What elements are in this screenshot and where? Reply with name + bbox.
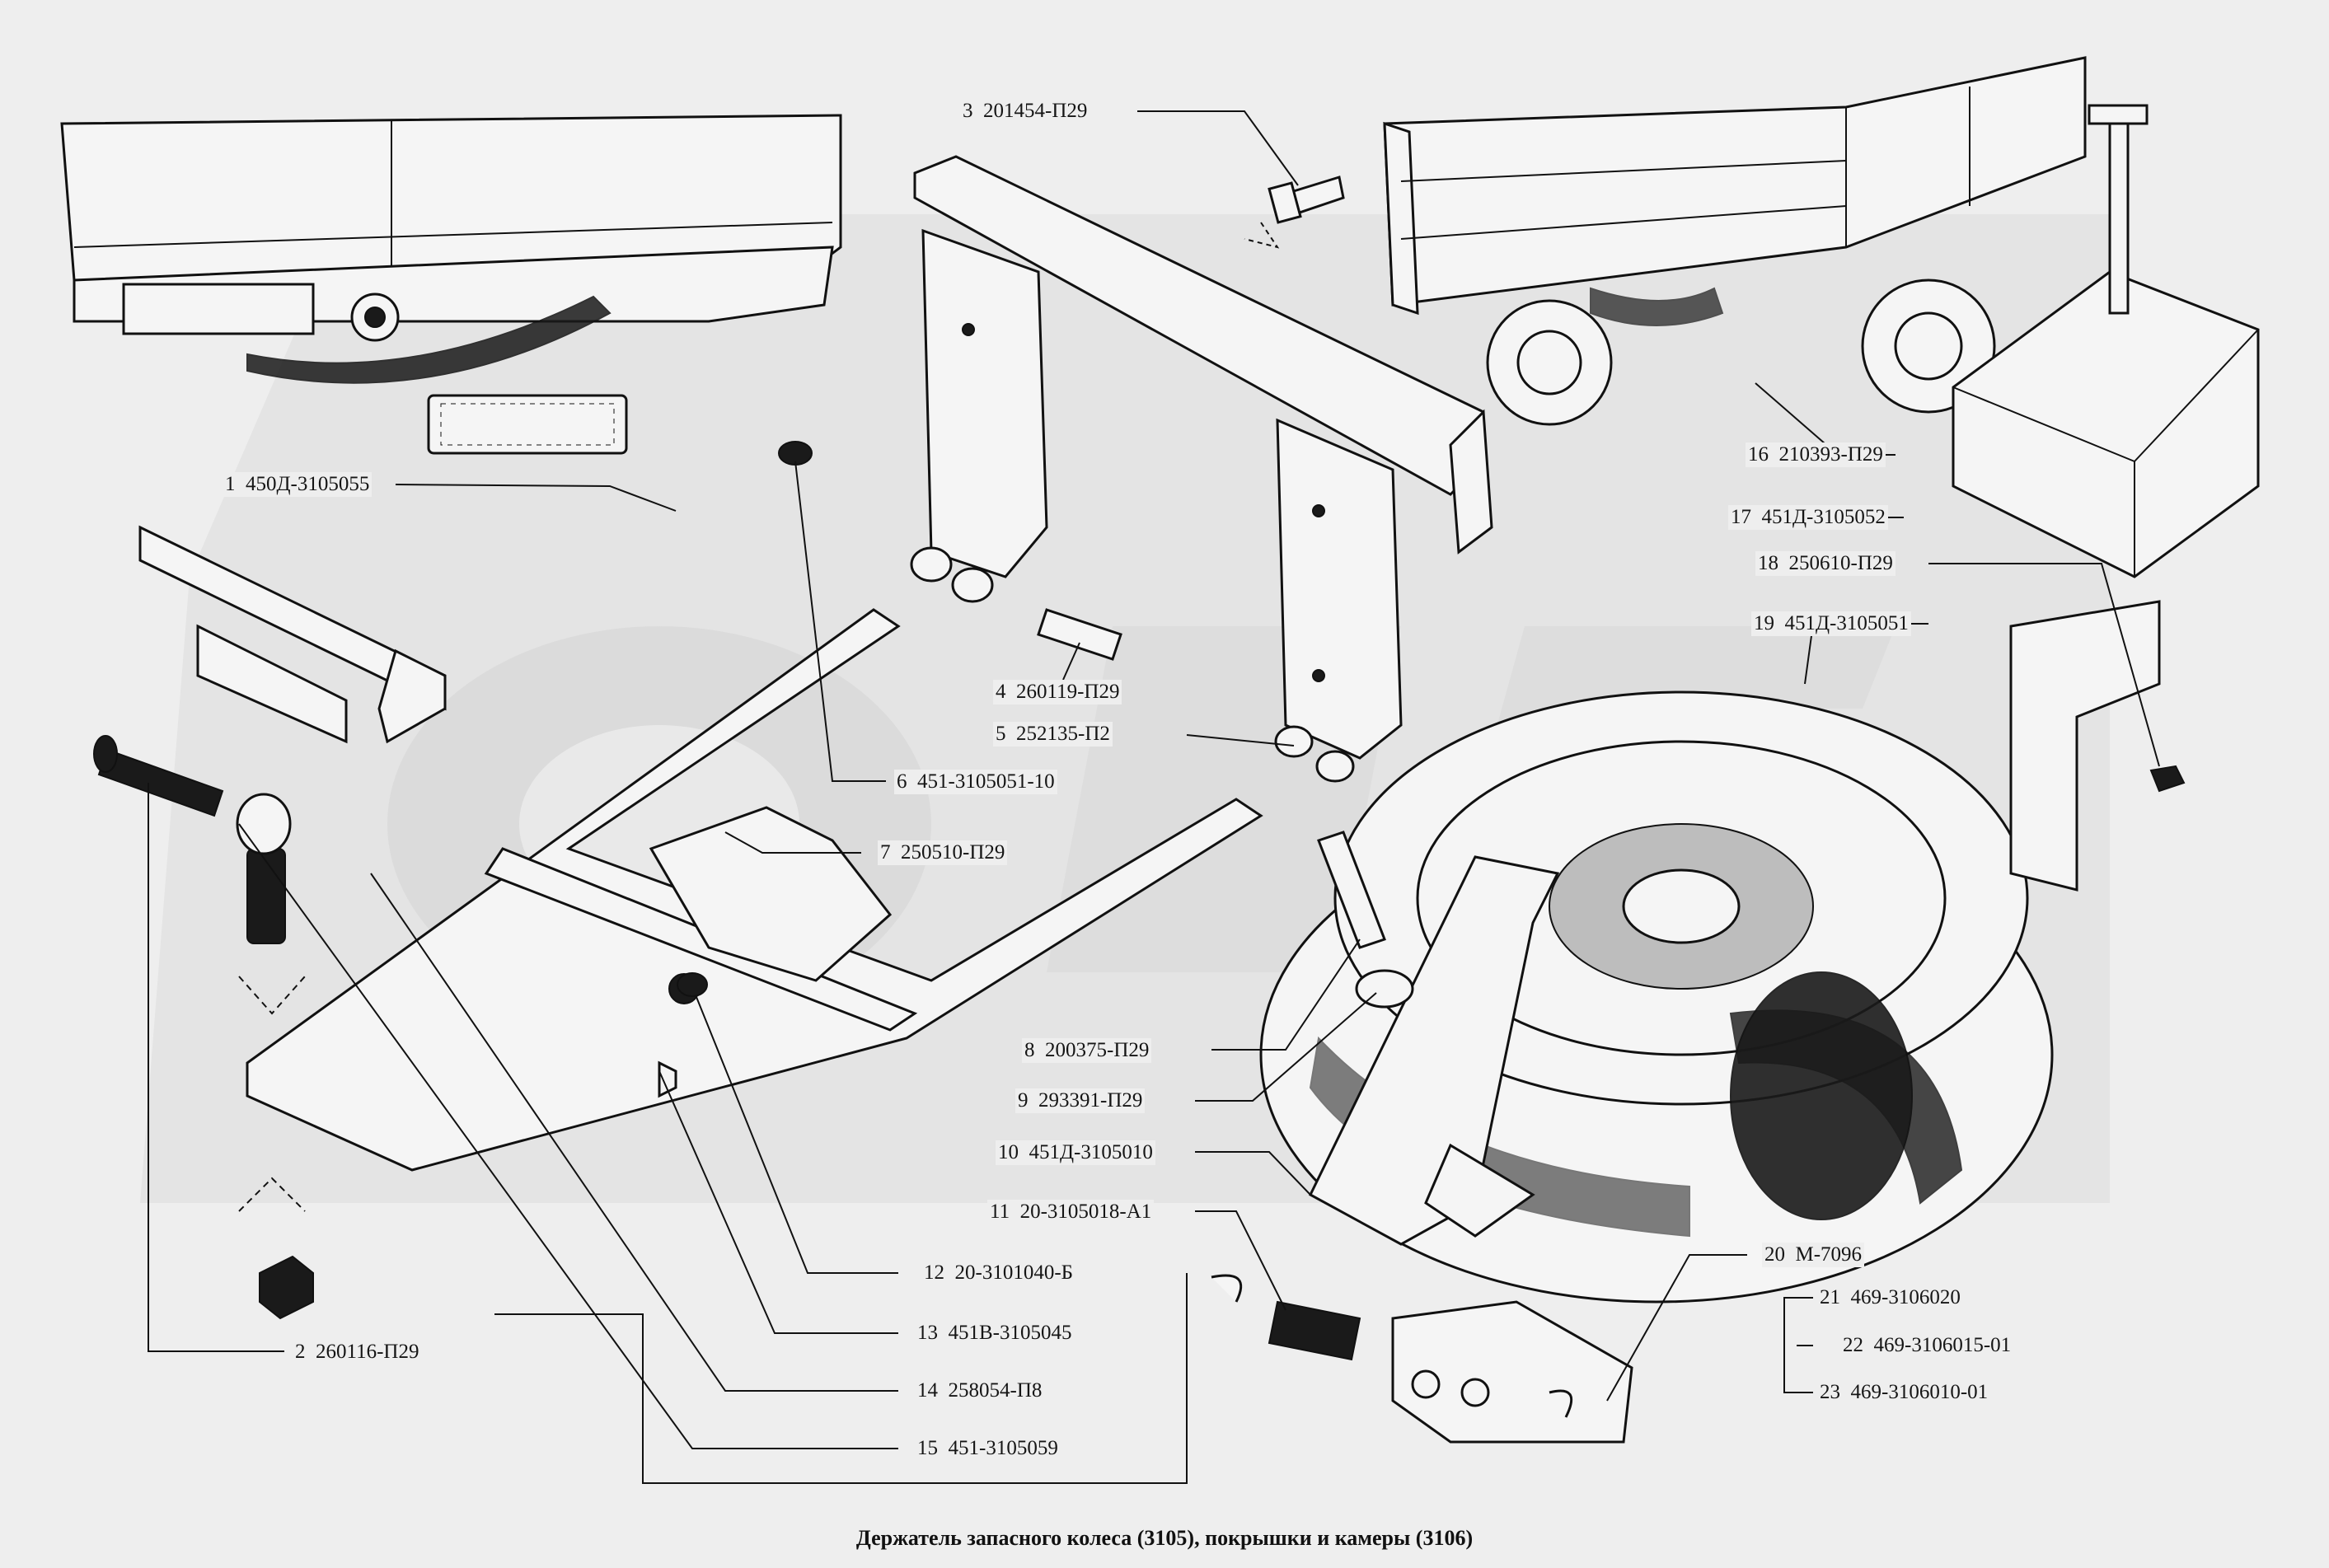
leader-10	[1195, 1151, 1311, 1196]
label-21: 21 469-3106020	[1817, 1285, 1963, 1310]
assembly-arrows	[238, 222, 1280, 1212]
label-11: 11 20-3105018-А1	[987, 1200, 1155, 1224]
truck-rear-view	[60, 114, 842, 455]
label-12: 12 20-3101040-Б	[921, 1261, 1076, 1285]
label-14: 14 258054-П8	[915, 1378, 1045, 1403]
leader-9	[1195, 992, 1377, 1102]
leader-15	[238, 823, 898, 1449]
leader-2	[148, 783, 284, 1352]
leader-12	[696, 996, 898, 1274]
label-6: 6 451-3105051-10	[894, 770, 1057, 794]
leader-6	[794, 461, 886, 782]
label-10: 10 451Д-3105010	[996, 1140, 1155, 1165]
leader-5	[1186, 734, 1295, 747]
leader-23	[1783, 1351, 1813, 1393]
label-4: 4 260119-П29	[993, 680, 1122, 704]
wooden-block	[1952, 104, 2260, 578]
label-3: 3 201454-П29	[960, 99, 1090, 124]
label-23: 23 469-3106010-01	[1817, 1380, 1991, 1405]
holder-arm	[1309, 855, 1560, 1246]
leader-8	[1211, 938, 1361, 1051]
leader-21	[1783, 1297, 1813, 1351]
leader-11	[1195, 1210, 1286, 1311]
label-9: 9 293391-П29	[1015, 1088, 1146, 1113]
bolt-3-drawing	[1268, 176, 1345, 224]
label-17: 17 451Д-3105052	[1728, 505, 1888, 530]
label-22: 22 469-3106015-01	[1840, 1333, 2014, 1358]
label-1: 1 450Д-3105055	[223, 472, 373, 497]
carrier-frame	[246, 608, 1263, 1172]
leader-13	[658, 1070, 898, 1334]
leader-18	[1928, 563, 2160, 767]
crossbar-bracket	[910, 155, 1493, 783]
label-19: 19 451Д-3105051	[1751, 611, 1911, 636]
leader-1	[395, 484, 677, 512]
label-15: 15 451-3105059	[915, 1436, 1061, 1461]
label-13: 13 451В-3105045	[915, 1321, 1075, 1346]
leader-3	[1137, 110, 1299, 186]
leader-20	[1606, 1254, 1747, 1402]
right-bracket	[2009, 600, 2161, 892]
left-angle-bracket	[138, 525, 447, 744]
label-5: 5 252135-П2	[993, 722, 1113, 747]
truck-side-view	[1383, 56, 2087, 426]
label-18: 18 250610-П29	[1755, 551, 1896, 576]
diagram-caption: Держатель запасного колеса (3105), покры…	[855, 1526, 1474, 1550]
small-parts	[93, 441, 2186, 1418]
leader-7	[724, 831, 861, 854]
label-7: 7 250510-П29	[878, 840, 1008, 865]
label-8: 8 200375-П29	[1022, 1038, 1152, 1063]
label-16: 16 210393-П29	[1746, 442, 1886, 467]
lower-bracket	[1391, 1300, 1633, 1444]
leader-14	[370, 873, 898, 1392]
leader-4	[1062, 642, 1080, 681]
leader-lines	[148, 110, 2160, 1484]
label-20: 20 М-7096	[1762, 1243, 1865, 1267]
label-2: 2 260116-П29	[293, 1340, 422, 1364]
